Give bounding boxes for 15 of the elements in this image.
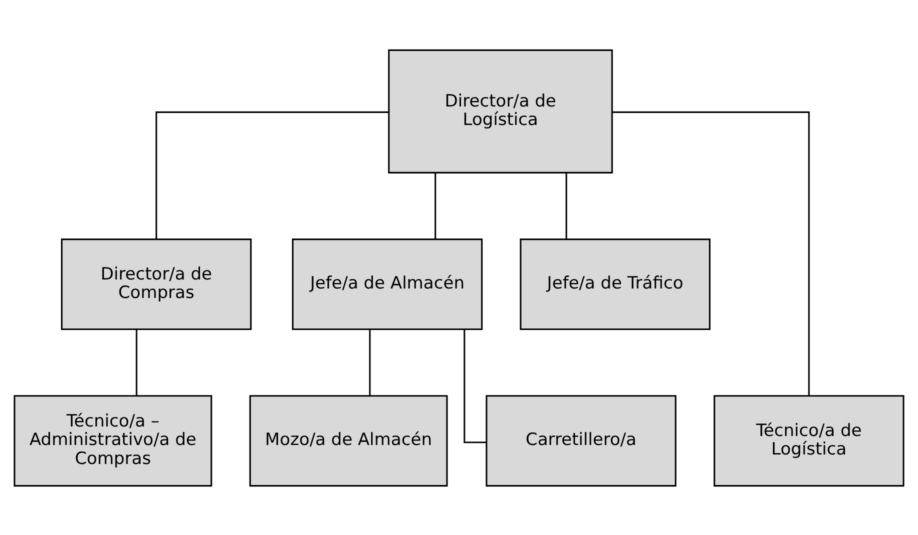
- connector: [136, 329, 138, 396]
- node-box: Director/a de Compras: [61, 238, 252, 330]
- connector: [156, 110, 389, 239]
- node-box: Jefe/a de Tráfico: [520, 238, 711, 330]
- node-box: Mozo/a de Almacén: [249, 394, 448, 486]
- connector: [566, 172, 568, 238]
- node-box: Carretillero/a: [486, 394, 676, 486]
- node-box: Director/a de Logística: [388, 48, 613, 173]
- node-box: Técnico/a – Administrativo/a de Compras: [14, 394, 212, 486]
- node-box: Jefe/a de Almacén: [292, 238, 483, 330]
- connector: [464, 329, 486, 443]
- connector: [612, 110, 810, 396]
- node-box: Técnico/a de Logística: [714, 394, 904, 486]
- connector: [434, 172, 436, 238]
- connector: [369, 329, 371, 396]
